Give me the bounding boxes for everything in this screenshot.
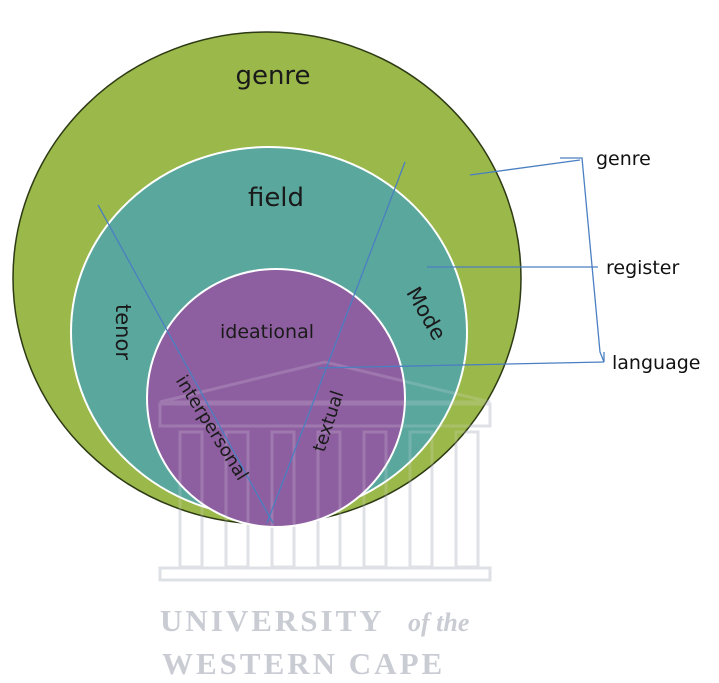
genre-circle-label: genre [235,61,310,91]
language-circle [146,268,406,528]
circle-dividers [97,161,406,524]
side-label-register: register [606,257,679,279]
divider-left [97,204,274,524]
bracket [560,157,605,363]
watermark-overlay [158,360,492,569]
watermark-base [158,566,492,582]
ideational-label: ideational [220,321,314,343]
watermark-text: UNIVERSITY of the WESTERN CAPE [160,603,469,681]
side-connectors [317,157,605,369]
watermark-western-cape: WESTERN CAPE [162,646,445,681]
watermark-university: UNIVERSITY [160,603,385,638]
tenor-label: tenor [111,304,135,360]
side-label-language: language [612,352,700,374]
divider-right [266,161,406,524]
connector-language [317,361,605,369]
side-label-genre: genre [596,148,651,170]
watermark-of-the: of the [408,608,469,637]
connector-genre [469,159,581,176]
field-label: field [248,183,304,213]
